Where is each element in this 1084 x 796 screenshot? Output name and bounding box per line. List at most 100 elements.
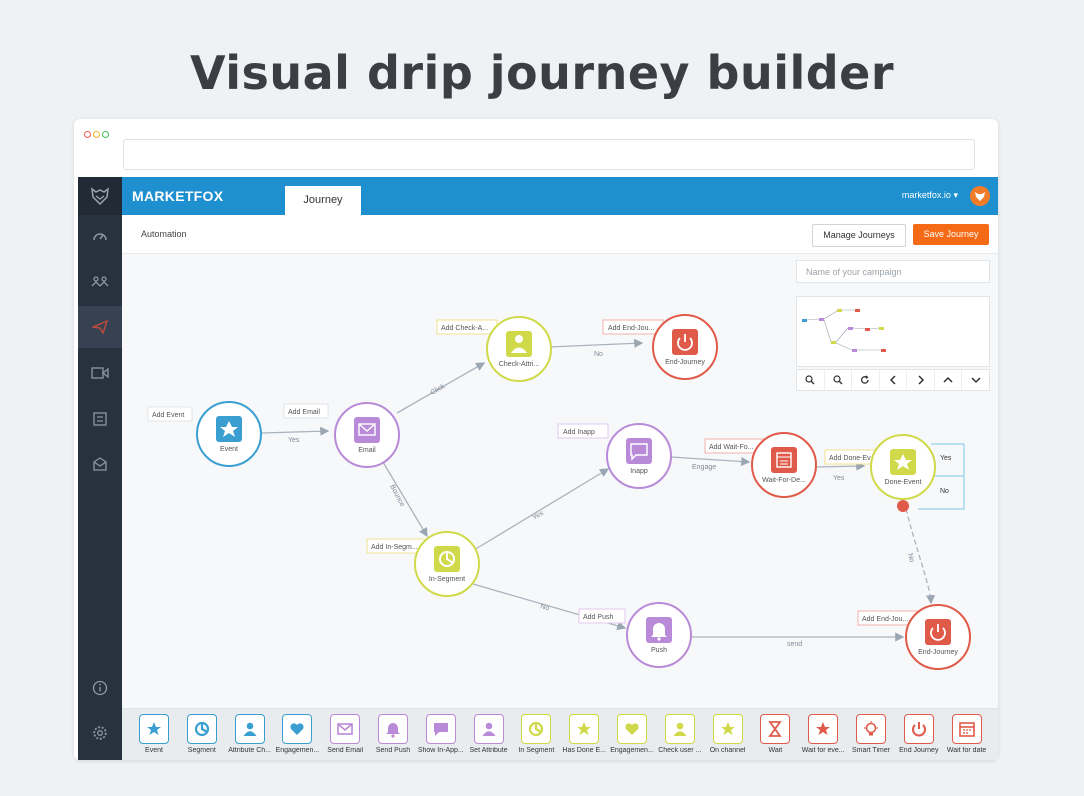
node-done[interactable]: Done-Event bbox=[870, 434, 936, 512]
manage-journeys-button[interactable]: Manage Journeys bbox=[812, 224, 906, 247]
segment-icon bbox=[521, 714, 552, 744]
palette-item-label: Engagemen... bbox=[610, 747, 654, 754]
avatar[interactable] bbox=[970, 186, 990, 206]
person-icon bbox=[515, 335, 523, 343]
tab-journey[interactable]: Journey bbox=[285, 186, 361, 215]
add-tag-segment[interactable]: Add In-Segm... bbox=[366, 538, 426, 554]
svg-text:Inapp: Inapp bbox=[630, 468, 648, 475]
url-bar[interactable] bbox=[123, 139, 975, 170]
hourglass-badge-icon bbox=[897, 500, 909, 512]
node-wait[interactable]: Wait-For-De... bbox=[751, 432, 817, 498]
zoom-in-icon[interactable] bbox=[797, 370, 825, 390]
chat-icon bbox=[630, 443, 648, 461]
refresh-icon[interactable] bbox=[852, 370, 880, 390]
palette-item[interactable]: Wait for eve... bbox=[799, 714, 847, 754]
maximize-dot-icon[interactable] bbox=[102, 131, 109, 138]
edge-label-engage: Engage bbox=[692, 464, 716, 471]
palette-item[interactable]: Smart Timer bbox=[847, 714, 895, 754]
node-event[interactable]: Event bbox=[196, 401, 262, 467]
palette-item[interactable]: Has Done E... bbox=[560, 714, 608, 754]
node-email[interactable]: Email bbox=[334, 402, 400, 468]
app-frame: MARKETFOX Journey marketfox.io ▾ Automat… bbox=[78, 177, 998, 760]
chevron-left-icon[interactable] bbox=[880, 370, 908, 390]
add-tag-push[interactable]: Add Push bbox=[578, 608, 626, 624]
add-tag-email[interactable]: Add Email bbox=[283, 403, 329, 419]
account-menu[interactable]: marketfox.io ▾ bbox=[902, 190, 958, 201]
svg-text:Event: Event bbox=[220, 446, 238, 453]
palette-item[interactable]: In Segment bbox=[512, 714, 560, 754]
settings-icon[interactable] bbox=[78, 712, 122, 754]
browser-window: MARKETFOX Journey marketfox.io ▾ Automat… bbox=[74, 119, 998, 760]
star-icon bbox=[139, 714, 169, 744]
palette-item-label: Set Attribute bbox=[469, 747, 508, 754]
node-end2[interactable]: End-Journey bbox=[905, 604, 971, 670]
zoom-out-icon[interactable] bbox=[825, 370, 853, 390]
node-end1[interactable]: End-Journey bbox=[652, 314, 718, 380]
minimap-preview bbox=[802, 309, 886, 352]
journey-canvas[interactable]: Yes Click No Bounce Yes Engage Yes No se… bbox=[122, 254, 998, 708]
minimize-dot-icon[interactable] bbox=[93, 131, 100, 138]
node-check[interactable]: Check-Attri... bbox=[486, 316, 552, 382]
palette-item[interactable]: Engagemen... bbox=[273, 714, 321, 754]
svg-text:End-Journey: End-Journey bbox=[918, 649, 958, 656]
palette-item[interactable]: Event bbox=[130, 714, 178, 754]
report-icon[interactable] bbox=[78, 398, 122, 440]
palette-item[interactable]: Check user ... bbox=[656, 714, 704, 754]
inbox-icon[interactable] bbox=[78, 443, 122, 485]
palette-item[interactable]: Set Attribute bbox=[465, 714, 513, 754]
video-icon[interactable] bbox=[78, 352, 122, 394]
edge-label-send: send bbox=[787, 641, 802, 648]
add-tag-end1[interactable]: Add End-Jou... bbox=[602, 319, 664, 335]
edge-done-end bbox=[903, 500, 936, 605]
edge-label-yes: Yes bbox=[833, 475, 845, 482]
svg-text:Add Inapp: Add Inapp bbox=[563, 429, 595, 436]
minimap[interactable] bbox=[796, 296, 990, 367]
chevron-down-icon[interactable] bbox=[962, 370, 989, 390]
campaign-icon[interactable] bbox=[78, 306, 122, 348]
chevron-up-icon[interactable] bbox=[935, 370, 963, 390]
add-tag-check[interactable]: Add Check-A... bbox=[436, 319, 498, 335]
palette-item-label: Send Push bbox=[375, 747, 411, 754]
calendar-icon bbox=[951, 714, 982, 744]
star-icon bbox=[894, 454, 912, 470]
palette-item[interactable]: Wait for date bbox=[943, 714, 991, 754]
svg-text:Add End-Jou...: Add End-Jou... bbox=[608, 325, 654, 332]
palette-item-label: Wait bbox=[768, 747, 783, 754]
campaign-name-input[interactable]: Name of your campaign bbox=[796, 260, 990, 283]
node-push[interactable]: Push bbox=[626, 602, 692, 668]
mail-icon bbox=[330, 714, 361, 744]
palette-item[interactable]: Send Push bbox=[369, 714, 417, 754]
node-segment[interactable]: In-Segment bbox=[414, 531, 480, 597]
brand-name[interactable]: MARKETFOX bbox=[132, 188, 224, 204]
node-inapp[interactable]: Inapp bbox=[606, 423, 672, 489]
audience-icon[interactable] bbox=[78, 260, 122, 302]
palette-item[interactable]: Attribute Ch... bbox=[226, 714, 274, 754]
chevron-right-icon[interactable] bbox=[907, 370, 935, 390]
sidebar bbox=[78, 177, 122, 760]
edge-label-yes: Yes bbox=[532, 510, 546, 522]
palette-item[interactable]: On channel bbox=[704, 714, 752, 754]
dashboard-icon[interactable] bbox=[78, 215, 122, 257]
svg-text:Wait-For-De...: Wait-For-De... bbox=[762, 477, 806, 484]
palette-item[interactable]: Wait bbox=[751, 714, 799, 754]
star-icon bbox=[220, 421, 238, 437]
add-tag-inapp[interactable]: Add Inapp bbox=[557, 423, 609, 439]
palette-item[interactable]: End Journey bbox=[895, 714, 943, 754]
segment-icon bbox=[186, 714, 217, 744]
edge-label-no: No bbox=[906, 553, 915, 564]
palette-item[interactable]: Engagemen... bbox=[608, 714, 656, 754]
save-journey-button[interactable]: Save Journey bbox=[913, 224, 989, 245]
palette-item[interactable]: Send Email bbox=[321, 714, 369, 754]
info-icon[interactable] bbox=[78, 667, 122, 709]
add-tag-event[interactable]: Add Event bbox=[147, 406, 193, 422]
breadcrumb[interactable]: Automation bbox=[141, 229, 187, 239]
sub-bar: Automation Manage Journeys Save Journey bbox=[122, 215, 998, 254]
close-dot-icon[interactable] bbox=[84, 131, 91, 138]
person-icon bbox=[664, 714, 695, 744]
edge-label-no: No bbox=[539, 603, 550, 612]
palette-item[interactable]: Segment bbox=[178, 714, 226, 754]
heart-icon bbox=[617, 714, 647, 744]
brand-logo-icon[interactable] bbox=[78, 177, 122, 215]
palette-item[interactable]: Show In-App... bbox=[417, 714, 465, 754]
chat-icon bbox=[425, 714, 456, 744]
